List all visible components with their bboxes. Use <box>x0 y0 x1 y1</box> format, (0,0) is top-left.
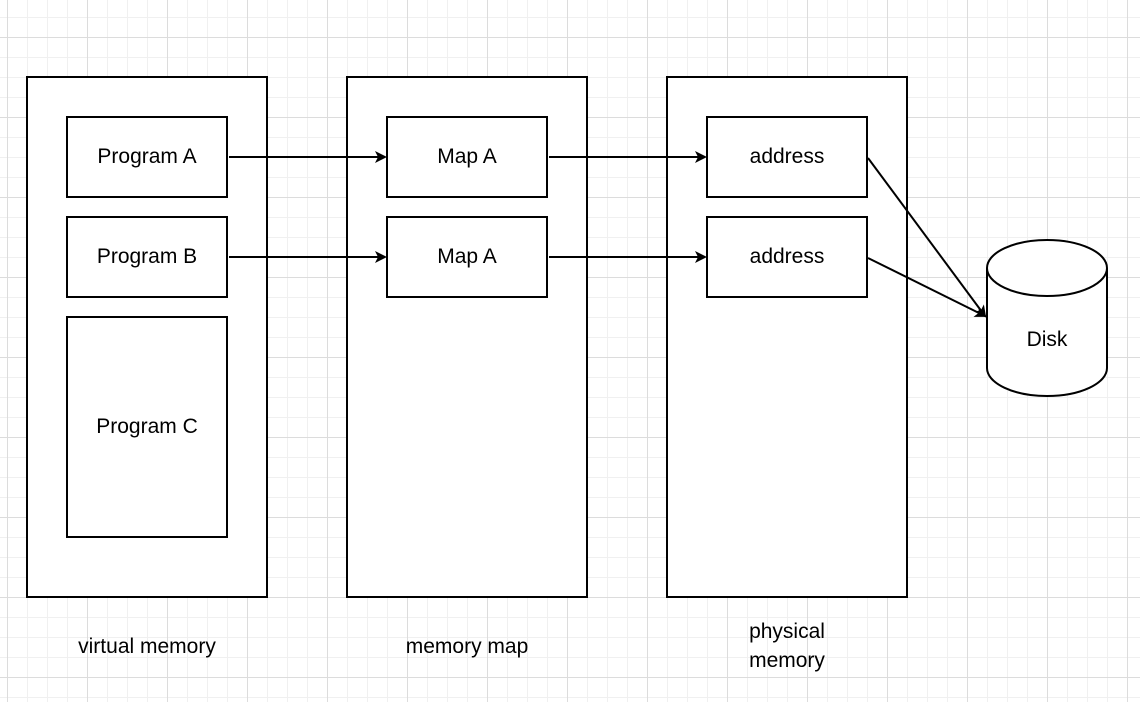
address-node-1: address <box>706 116 868 198</box>
map-a-node-2: Map A <box>386 216 548 298</box>
map-a-node-1: Map A <box>386 116 548 198</box>
physical-memory-caption-line1: physical <box>749 620 825 643</box>
memory-map-caption: memory map <box>405 635 529 658</box>
disk-cylinder <box>986 239 1108 397</box>
physical-memory-caption-line2: memory <box>749 649 825 672</box>
disk-label: Disk <box>1026 328 1068 351</box>
program-c-node: Program C <box>66 316 228 538</box>
program-a-node: Program A <box>66 116 228 198</box>
address-node-2: address <box>706 216 868 298</box>
physical-memory-caption: physical memory <box>666 617 908 675</box>
virtual-memory-caption: virtual memory <box>78 635 216 658</box>
program-b-node: Program B <box>66 216 228 298</box>
